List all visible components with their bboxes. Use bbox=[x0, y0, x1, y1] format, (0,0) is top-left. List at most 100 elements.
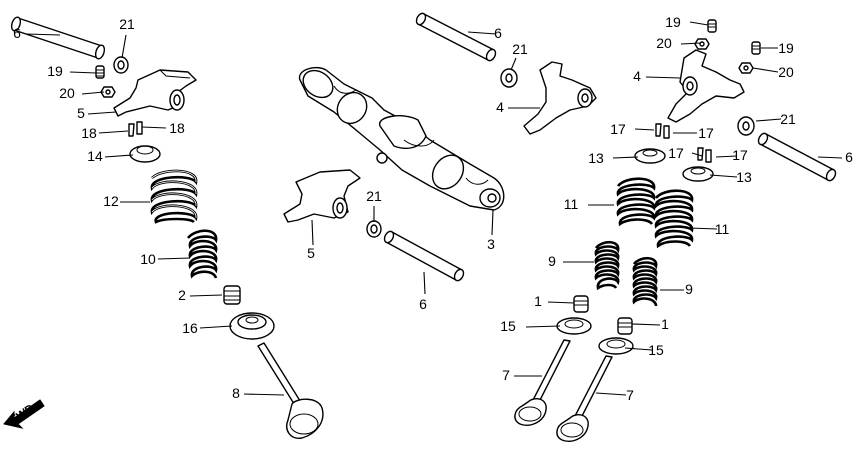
callout-c-19-r1: 19 bbox=[665, 14, 709, 30]
valve-7-right bbox=[556, 355, 613, 442]
callout-c-19-left: 19 bbox=[47, 63, 97, 79]
spring-retainer-13-right bbox=[682, 166, 714, 182]
leader-line bbox=[104, 154, 134, 158]
callout-c-20-left: 20 bbox=[59, 85, 105, 101]
part-number-label: 21 bbox=[780, 111, 796, 127]
callout-c-6-right: 6 bbox=[817, 149, 853, 165]
callout-c-21-right: 21 bbox=[755, 111, 796, 127]
callout-c-21-top: 21 bbox=[510, 41, 528, 71]
leader-line bbox=[199, 325, 233, 329]
part-number-label: 17 bbox=[698, 125, 714, 141]
part-number-label: 18 bbox=[169, 120, 185, 136]
rocker-arm-top bbox=[523, 61, 597, 135]
callout-c-11-right: 11 bbox=[689, 221, 730, 237]
valve-stem-seal-1-right bbox=[617, 317, 633, 335]
leader-line bbox=[595, 392, 627, 396]
callout-c-15-left: 15 bbox=[500, 318, 561, 334]
part-number-label: 19 bbox=[778, 40, 794, 56]
leader-line bbox=[631, 323, 661, 326]
valve-stem-seal-2 bbox=[223, 285, 241, 305]
callout-c-2: 2 bbox=[178, 287, 223, 303]
part-number-label: 14 bbox=[87, 148, 103, 164]
part-number-label: 17 bbox=[610, 121, 626, 137]
adjust-screw-19-right-a bbox=[707, 19, 717, 33]
part-number-label: 5 bbox=[307, 245, 315, 261]
washer-21-top bbox=[500, 68, 518, 88]
part-number-label: 19 bbox=[47, 63, 63, 79]
leader-line bbox=[25, 33, 61, 36]
part-number-label: 9 bbox=[548, 253, 556, 269]
part-number-label: 7 bbox=[502, 367, 510, 383]
callout-c-8: 8 bbox=[232, 385, 285, 401]
valve-cotters-17-left bbox=[655, 123, 670, 139]
leader-line bbox=[612, 156, 639, 159]
part-number-label: 3 bbox=[487, 236, 495, 252]
callout-c-6-left: 6 bbox=[13, 25, 61, 41]
part-number-label: 11 bbox=[715, 221, 730, 237]
leader-line bbox=[423, 271, 426, 295]
part-number-label: 19 bbox=[665, 14, 681, 30]
leader-line bbox=[624, 347, 653, 351]
part-number-label: 1 bbox=[661, 316, 669, 332]
callout-c-4-top: 4 bbox=[496, 99, 540, 115]
part-number-label: 1 bbox=[534, 293, 542, 309]
rocker-shaft-right bbox=[757, 132, 837, 182]
leader-line bbox=[645, 76, 681, 79]
leader-line bbox=[547, 301, 575, 304]
part-number-label: 20 bbox=[59, 85, 75, 101]
leader-line bbox=[755, 118, 782, 122]
callout-c-13-right: 13 bbox=[709, 169, 752, 185]
leader-line bbox=[189, 294, 223, 297]
part-number-label: 4 bbox=[633, 68, 641, 84]
callout-c-9-right: 9 bbox=[660, 281, 693, 297]
leader-line bbox=[491, 209, 494, 236]
part-number-label: 15 bbox=[500, 318, 516, 334]
washer-21-mid bbox=[366, 220, 382, 238]
callout-c-7-left: 7 bbox=[502, 367, 542, 383]
callout-c-3: 3 bbox=[487, 209, 495, 252]
part-number-label: 21 bbox=[366, 188, 382, 204]
valve-cotters-18 bbox=[128, 121, 143, 137]
valve-cotters-17-right bbox=[697, 147, 712, 163]
callout-c-20-r2: 20 bbox=[752, 64, 794, 80]
outer-valve-spring-12 bbox=[150, 169, 198, 224]
leader-line bbox=[691, 152, 703, 157]
inner-valve-spring-9-right bbox=[632, 256, 658, 307]
callout-c-10: 10 bbox=[140, 251, 191, 267]
leader-line bbox=[157, 257, 191, 260]
leader-line bbox=[752, 67, 779, 73]
adjust-screw-19-right-b bbox=[751, 41, 761, 55]
callout-c-19-r2: 19 bbox=[761, 40, 794, 56]
part-number-label: 13 bbox=[736, 169, 752, 185]
outer-valve-spring-11-left bbox=[616, 177, 656, 227]
rocker-arm-left bbox=[113, 69, 197, 117]
part-number-label: 6 bbox=[419, 296, 427, 312]
part-number-label: 11 bbox=[564, 196, 579, 212]
callout-c-16: 16 bbox=[182, 320, 233, 336]
part-number-label: 12 bbox=[103, 193, 119, 209]
callout-c-17-d: 17 bbox=[715, 147, 748, 163]
rocker-arm-mid bbox=[283, 169, 361, 223]
leader-line bbox=[510, 57, 517, 71]
part-number-label: 17 bbox=[732, 147, 748, 163]
callout-c-12: 12 bbox=[103, 193, 150, 209]
callout-c-14: 14 bbox=[87, 148, 134, 164]
part-number-label: 20 bbox=[778, 64, 794, 80]
spring-retainer-13-left bbox=[634, 148, 666, 164]
callout-c-6-mid: 6 bbox=[419, 271, 427, 312]
rocker-arm-right bbox=[667, 49, 745, 123]
leader-line bbox=[467, 31, 497, 35]
part-number-label: 16 bbox=[182, 320, 198, 336]
forward-direction-indicator: FWD bbox=[3, 399, 45, 429]
part-number-label: 5 bbox=[77, 105, 85, 121]
callout-c-20-r1: 20 bbox=[656, 35, 702, 51]
leader-line bbox=[311, 219, 314, 246]
leader-line bbox=[715, 155, 738, 158]
part-number-label: 6 bbox=[845, 149, 853, 165]
rocker-shaft-mid bbox=[383, 230, 465, 282]
callout-c-13-left: 13 bbox=[588, 150, 639, 166]
inner-valve-spring-9-left bbox=[594, 240, 620, 291]
part-number-label: 9 bbox=[685, 281, 693, 297]
leader-line bbox=[69, 71, 97, 74]
callout-c-5-mid: 5 bbox=[307, 219, 315, 261]
